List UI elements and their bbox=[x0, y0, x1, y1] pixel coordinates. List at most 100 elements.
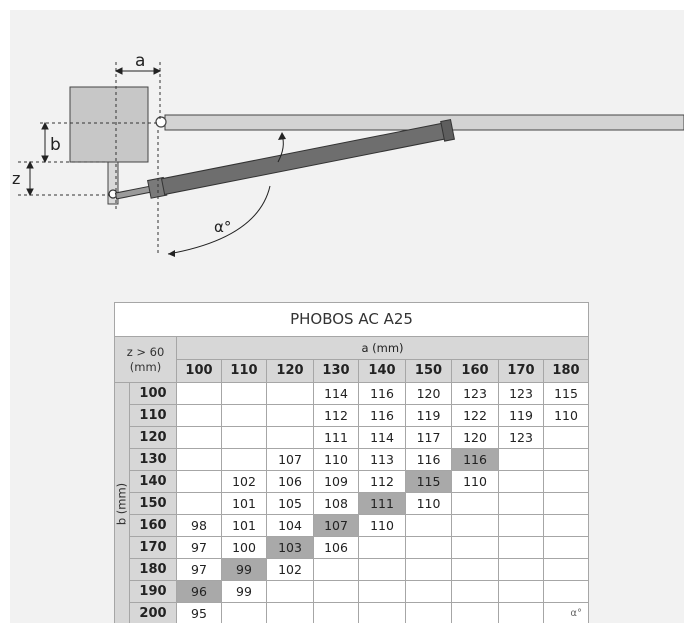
installation-diagram: a b z α° bbox=[12, 51, 684, 257]
arc-arrowhead-left bbox=[168, 250, 175, 257]
angle-cell bbox=[221, 448, 267, 471]
angle-cell bbox=[358, 536, 406, 559]
angle-cell: 109 bbox=[313, 470, 359, 493]
angle-cell: 100 bbox=[221, 536, 267, 559]
angle-cell bbox=[451, 602, 499, 623]
b-value-header: 110 bbox=[129, 404, 177, 427]
arc-arrowhead-top bbox=[278, 132, 286, 140]
a-value-header: 130 bbox=[313, 359, 359, 383]
angle-cell bbox=[498, 536, 544, 559]
angle-cell bbox=[176, 426, 222, 449]
angle-cell: 112 bbox=[358, 470, 406, 493]
angle-cell: 110 bbox=[313, 448, 359, 471]
angle-cell: 111 bbox=[358, 492, 406, 515]
label-z: z bbox=[12, 169, 20, 188]
angle-cell: 123 bbox=[498, 382, 544, 405]
angle-cell: 114 bbox=[358, 426, 406, 449]
angle-cell bbox=[543, 426, 589, 449]
dimension-a bbox=[114, 67, 162, 75]
angle-cell: 97 bbox=[176, 558, 222, 581]
angle-cell bbox=[358, 602, 406, 623]
b-value-header: 120 bbox=[129, 426, 177, 449]
angle-cell bbox=[358, 580, 406, 603]
angle-cell: 119 bbox=[405, 404, 452, 427]
angle-cell bbox=[176, 382, 222, 405]
rear-bracket bbox=[107, 161, 119, 205]
angle-cell: 101 bbox=[221, 492, 267, 515]
table-title: PHOBOS AC A25 bbox=[114, 302, 589, 337]
angle-cell: 115 bbox=[543, 382, 589, 405]
actuator-endcap bbox=[440, 118, 455, 142]
pillar bbox=[69, 86, 149, 163]
angle-cell bbox=[451, 536, 499, 559]
angle-cell: 122 bbox=[451, 404, 499, 427]
angle-cell: 116 bbox=[358, 404, 406, 427]
angle-cell: 95 bbox=[176, 602, 222, 623]
angle-cell bbox=[358, 558, 406, 581]
angle-cell bbox=[405, 536, 452, 559]
actuator-rod bbox=[114, 185, 153, 200]
angle-cell bbox=[498, 470, 544, 493]
angle-cell bbox=[543, 492, 589, 515]
angle-cell: 98 bbox=[176, 514, 222, 537]
angle-cell: 116 bbox=[405, 448, 452, 471]
b-value-header: 200 bbox=[129, 602, 177, 623]
angle-cell: 106 bbox=[266, 470, 314, 493]
a-axis-label: a (mm) bbox=[176, 336, 589, 360]
angle-cell bbox=[498, 580, 544, 603]
angle-cell bbox=[543, 536, 589, 559]
angle-cell bbox=[266, 602, 314, 623]
angle-cell bbox=[176, 492, 222, 515]
angle-cell bbox=[266, 580, 314, 603]
gate-hinge bbox=[155, 116, 167, 128]
angle-cell bbox=[405, 580, 452, 603]
angle-cell bbox=[498, 492, 544, 515]
dimension-z bbox=[26, 160, 34, 197]
angle-cell bbox=[176, 404, 222, 427]
angle-cell: 110 bbox=[358, 514, 406, 537]
angle-cell: 96 bbox=[176, 580, 222, 603]
angle-cell bbox=[543, 558, 589, 581]
angle-cell: 102 bbox=[266, 558, 314, 581]
angle-cell bbox=[405, 602, 452, 623]
b-value-header: 100 bbox=[129, 382, 177, 405]
angle-cell: 107 bbox=[266, 448, 314, 471]
angle-cell: 105 bbox=[266, 492, 314, 515]
angle-cell bbox=[451, 580, 499, 603]
b-value-header: 150 bbox=[129, 492, 177, 515]
label-a: a bbox=[135, 51, 145, 71]
angle-cell bbox=[543, 470, 589, 493]
b-axis-label: b (mm) bbox=[114, 382, 130, 623]
angle-cell bbox=[405, 558, 452, 581]
b-value-header: 160 bbox=[129, 514, 177, 537]
b-value-header: 190 bbox=[129, 580, 177, 603]
angle-cell bbox=[451, 514, 499, 537]
b-axis-label-text: b (mm) bbox=[114, 482, 129, 525]
angle-cell bbox=[266, 404, 314, 427]
angle-cell: 108 bbox=[313, 492, 359, 515]
angle-cell bbox=[221, 602, 267, 623]
a-value-header: 100 bbox=[176, 359, 222, 383]
actuator bbox=[114, 118, 455, 200]
angle-cell: 110 bbox=[543, 404, 589, 427]
angle-cell bbox=[176, 470, 222, 493]
angle-cell bbox=[266, 426, 314, 449]
angle-cell: 111 bbox=[313, 426, 359, 449]
angle-cell: 123 bbox=[498, 426, 544, 449]
angle-cell: 116 bbox=[358, 382, 406, 405]
angle-cell bbox=[451, 492, 499, 515]
angle-cell bbox=[543, 448, 589, 471]
a-value-header: 170 bbox=[498, 359, 544, 383]
angle-cell: 97 bbox=[176, 536, 222, 559]
angle-cell: 110 bbox=[405, 492, 452, 515]
angle-cell: 117 bbox=[405, 426, 452, 449]
b-value-header: 130 bbox=[129, 448, 177, 471]
a-value-header: 180 bbox=[543, 359, 589, 383]
angle-cell: 119 bbox=[498, 404, 544, 427]
corner-line-2: (mm) bbox=[129, 359, 162, 374]
